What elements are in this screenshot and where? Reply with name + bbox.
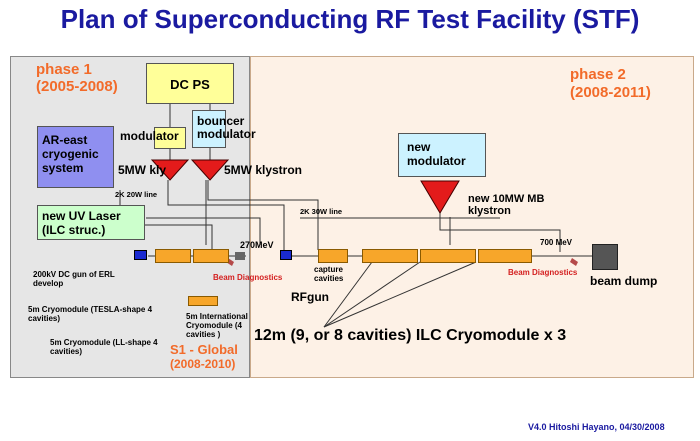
modulator-box <box>154 127 186 149</box>
new-modulator-box: new modulator <box>398 133 486 177</box>
mev270-label: 270MeV <box>240 240 274 250</box>
dc-gun-label: 200kV DC gun of ERL develop <box>33 270 115 288</box>
line30-label: 2K 30W line <box>300 207 343 216</box>
s1-years: (2008-2010) <box>170 357 236 371</box>
dc-ps-box: DC PS <box>146 63 234 104</box>
intl-cryomodule <box>188 296 218 306</box>
uv-laser-box: new UV Laser (ILC struc.) <box>37 205 145 240</box>
ilc-cryo-2 <box>420 249 476 263</box>
capture-cavities <box>318 249 348 263</box>
beam-dump-label: beam dump <box>590 274 658 288</box>
capture-label: capture cavities <box>314 265 344 283</box>
bouncer-label: bouncer modulator <box>197 114 256 141</box>
phase2-years: (2008-2011) <box>570 84 651 101</box>
kly5b-label: 5MW klystron <box>224 163 303 177</box>
mev700-label: 700 MeV <box>540 238 573 247</box>
modulator-label: modulator <box>120 129 179 143</box>
diag-marker-2 <box>570 258 578 266</box>
line20-label: 2K 20W line <box>115 190 158 199</box>
phase1-name: phase 1 <box>36 61 92 78</box>
cryo-ll-label: 5m Cryomodule (LL-shape 4 cavities) <box>50 338 158 356</box>
beam-diag-2: Beam Diagnostics <box>508 268 578 277</box>
s1-global: S1 - Global <box>170 342 238 357</box>
ilc-cryo-1 <box>362 249 418 263</box>
klystron-10mw <box>420 180 460 214</box>
intl-cryo-label: 5m International Cryomodule (4 cavities … <box>186 312 248 339</box>
phase2-name: phase 2 <box>570 66 626 83</box>
klystron-5mw-a <box>150 159 190 181</box>
kly5a-label: 5MW kly <box>118 163 167 177</box>
beam-dump <box>592 244 618 270</box>
phase2-panel <box>250 56 694 378</box>
ilc-cryo-3 <box>478 249 532 263</box>
ilc-cryomodule-label: 12m (9, or 8 cavities) ILC Cryomodule x … <box>254 327 567 344</box>
footer-credit: V4.0 Hitoshi Hayano, 04/30/2008 <box>528 422 665 432</box>
rfgun-label: RFgun <box>291 290 329 304</box>
cryomodule-ll <box>193 249 229 263</box>
beam-diag-1: Beam Diagnostics <box>213 273 283 282</box>
bouncer-box <box>192 110 226 148</box>
cryo-tesla-label: 5m Cryomodule (TESLA-shape 4 cavities) <box>28 305 153 323</box>
rfgun <box>280 250 292 260</box>
dump-small <box>235 252 245 260</box>
dc-gun <box>134 250 147 260</box>
klystron-5mw-b <box>190 159 230 181</box>
ar-east-box: AR-east cryogenic system <box>37 126 114 188</box>
page-title: Plan of Superconducting RF Test Facility… <box>60 4 640 34</box>
kly10-label: new 10MW MB klystron <box>468 193 545 217</box>
phase1-years: (2005-2008) <box>36 78 118 95</box>
cryomodule-tesla <box>155 249 191 263</box>
